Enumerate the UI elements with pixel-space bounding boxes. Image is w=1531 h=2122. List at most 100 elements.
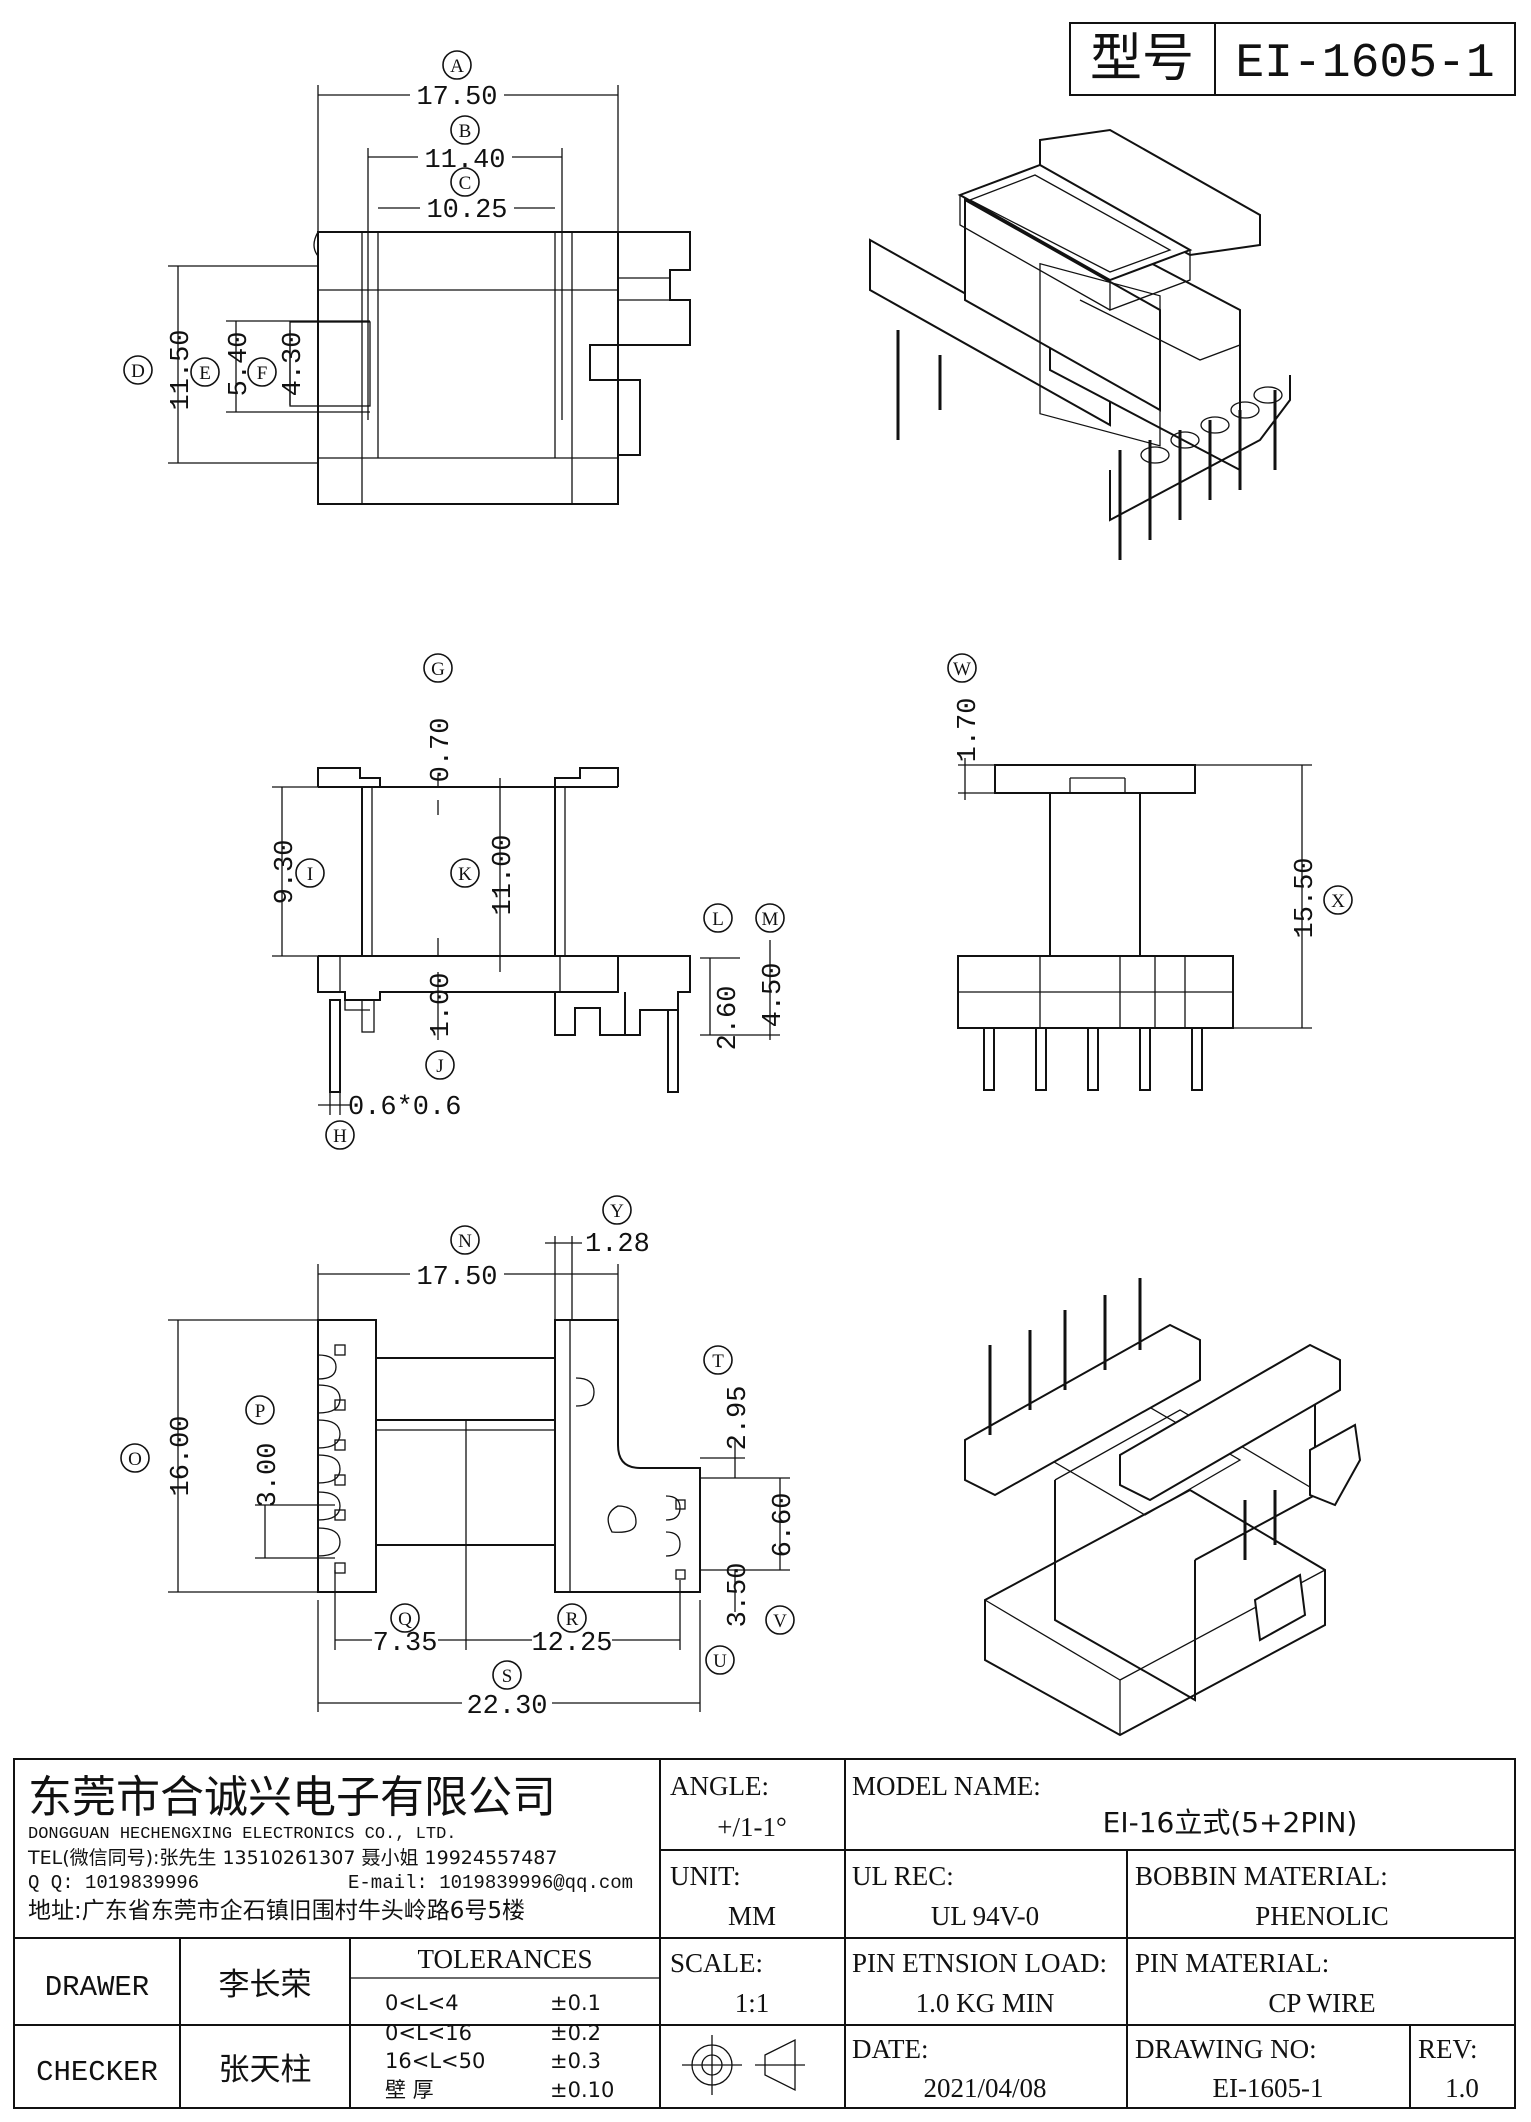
dim-n-value: 17.50	[416, 1263, 497, 1293]
marker-q: Q	[390, 1603, 420, 1633]
tolerance-value-1: ±0.1	[550, 1991, 601, 2015]
checker-label: CHECKER	[36, 2056, 158, 2089]
tolerance-value-3: ±0.3	[550, 2049, 601, 2073]
svg-text:L: L	[712, 909, 724, 930]
bobbin-material-value: PHENOLIC	[1255, 1901, 1389, 1931]
dim-y-value: 1.28	[585, 1230, 650, 1260]
svg-text:O: O	[128, 1449, 142, 1470]
projection-symbol-icon	[682, 2035, 805, 2095]
drawing-no-value: EI-1605-1	[1213, 2073, 1324, 2103]
side-view-dimensions: 1.70 15.50	[954, 698, 1321, 1029]
title-block: 东莞市合诚兴电子有限公司 DONGGUAN HECHENGXING ELECTR…	[13, 1758, 1516, 2109]
tolerance-range-4: 壁 厚	[385, 2078, 434, 2102]
company-email: E-mail: 1019839996@qq.com	[348, 1872, 633, 1894]
model-number-value: EI-1605-1	[1235, 37, 1494, 91]
dim-f-value: 4.30	[279, 332, 309, 397]
pin-material-label: PIN MATERIAL:	[1135, 1948, 1329, 1978]
dim-o-value: 16.00	[167, 1415, 197, 1496]
svg-text:Y: Y	[610, 1201, 624, 1222]
marker-r: R	[557, 1603, 587, 1633]
marker-c: C	[450, 167, 480, 197]
marker-n: N	[450, 1225, 480, 1255]
top-view	[289, 231, 691, 505]
front-view	[317, 767, 691, 1093]
ul-rec-label: UL REC:	[852, 1861, 954, 1891]
dim-h-value: 0.6*0.6	[348, 1093, 461, 1123]
dim-w-value: 1.70	[954, 698, 984, 763]
drawing-no-label: DRAWING NO:	[1135, 2034, 1317, 2064]
model-name-label: MODEL NAME:	[852, 1771, 1041, 1801]
marker-h: H	[325, 1120, 355, 1150]
svg-text:G: G	[431, 659, 445, 680]
svg-text:J: J	[436, 1056, 443, 1077]
tolerance-value-2: ±0.2	[550, 2021, 601, 2045]
svg-text:K: K	[458, 864, 472, 885]
dim-c-value: 10.25	[426, 196, 507, 226]
drawer-label: DRAWER	[45, 1971, 149, 2004]
scale-value: 1:1	[735, 1988, 770, 2018]
dim-v-value: 6.60	[769, 1493, 799, 1558]
model-name-value: EI-16立式(5+2PIN)	[1103, 1806, 1358, 1839]
date-label: DATE:	[852, 2034, 929, 2064]
svg-text:S: S	[502, 1666, 513, 1687]
bottom-view-dimensions: 17.50 1.28 16.00 3.00 2.95 6.60 3.50	[167, 1230, 799, 1722]
dim-t-value: 2.95	[724, 1386, 754, 1451]
marker-s: S	[492, 1660, 522, 1690]
side-view	[957, 764, 1234, 1091]
marker-k: K	[450, 858, 480, 888]
tolerance-range-3: 16<L<50	[385, 2049, 485, 2073]
isometric-view-top	[869, 128, 1291, 560]
svg-text:I: I	[307, 864, 313, 885]
svg-text:P: P	[255, 1401, 266, 1422]
top-view-dimensions: 17.50 11.40 10.25 11.50 5.40 4.30	[167, 80, 619, 464]
svg-text:A: A	[450, 56, 464, 77]
pin-material-value: CP WIRE	[1268, 1988, 1375, 2018]
marker-d: D	[123, 355, 153, 385]
rev-value: 1.0	[1445, 2073, 1479, 2103]
dim-q-value: 7.35	[373, 1629, 438, 1659]
svg-text:T: T	[712, 1351, 724, 1372]
marker-o: O	[120, 1443, 150, 1473]
dim-s-value: 22.30	[466, 1692, 547, 1722]
svg-text:E: E	[199, 363, 211, 384]
svg-text:D: D	[131, 361, 145, 382]
bobbin-material-label: BOBBIN MATERIAL:	[1135, 1861, 1388, 1891]
dim-p-value: 3.00	[254, 1443, 284, 1508]
unit-value: MM	[728, 1901, 776, 1931]
dim-m-value: 4.50	[759, 963, 789, 1028]
scale-label: SCALE:	[670, 1948, 763, 1978]
svg-text:V: V	[773, 1611, 787, 1632]
front-view-dimensions: 0.70 9.30 11.00 1.00 0.6*0.6 2.60 4.50	[271, 718, 789, 1123]
marker-l: L	[703, 903, 733, 933]
marker-m: M	[755, 903, 785, 933]
svg-text:U: U	[713, 1651, 727, 1672]
dim-g-value: 0.70	[427, 718, 457, 783]
marker-j: J	[425, 1050, 455, 1080]
bottom-view	[317, 1319, 701, 1593]
company-name-cn: 东莞市合诚兴电子有限公司	[28, 1772, 556, 1823]
svg-text:W: W	[953, 659, 971, 680]
marker-y: Y	[602, 1195, 632, 1225]
marker-i: I	[295, 858, 325, 888]
dim-u-value: 3.50	[724, 1563, 754, 1628]
svg-text:R: R	[566, 1609, 579, 1630]
model-number-label: 型号	[1090, 29, 1194, 89]
svg-text:M: M	[762, 909, 779, 930]
svg-text:Q: Q	[398, 1609, 412, 1630]
checker-name: 张天柱	[219, 2052, 312, 2088]
company-qq: Q Q: 1019839996	[28, 1872, 199, 1894]
dim-l-value: 2.60	[714, 986, 744, 1051]
company-name-en: DONGGUAN HECHENGXING ELECTRONICS CO., LT…	[28, 1825, 456, 1844]
tolerance-range-2: 0<L<16	[385, 2021, 472, 2045]
svg-text:C: C	[459, 173, 472, 194]
pin-load-label: PIN ETNSION LOAD:	[852, 1948, 1107, 1978]
svg-text:H: H	[333, 1126, 347, 1147]
dim-k-value: 11.00	[489, 834, 519, 915]
dim-x-value: 15.50	[1291, 857, 1321, 938]
dim-r-value: 12.25	[531, 1629, 612, 1659]
date-value: 2021/04/08	[923, 2073, 1046, 2103]
drawer-name: 李长荣	[219, 1967, 312, 2003]
dim-a-value: 17.50	[416, 83, 497, 113]
